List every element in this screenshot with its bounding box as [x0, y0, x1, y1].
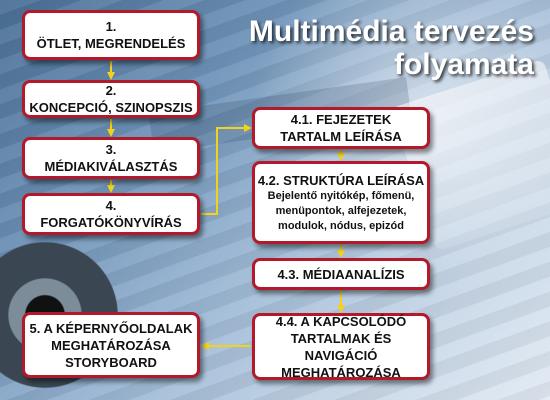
- title-line-1: Multimédia tervezés: [248, 15, 534, 48]
- step-4-2-label: 4.2. STRUKTÚRA LEÍRÁSA: [257, 172, 425, 188]
- step-4-3-label: 4.3. MÉDIAANALÍZIS: [277, 266, 405, 282]
- step-4-1-box: 4.1. FEJEZETEK TARTALM LEÍRÁSA: [252, 107, 430, 149]
- step-3-box: 3. MÉDIAKIVÁLASZTÁS: [22, 137, 200, 179]
- step-5-label: 5. A KÉPERNYŐOLDALAK MEGHATÁROZÁSA STORY…: [29, 320, 193, 370]
- step-4-2-description: Bejelentő nyitókép, főmenü, menüpontok, …: [267, 189, 415, 232]
- step-4-box: 4. FORGATÓKÖNYVÍRÁS: [22, 193, 200, 235]
- step-1-label: 1. ÖTLET, MEGRENDELÉS: [36, 19, 186, 51]
- step-5-box: 5. A KÉPERNYŐOLDALAK MEGHATÁROZÁSA STORY…: [22, 312, 200, 378]
- step-3-label: 3. MÉDIAKIVÁLASZTÁS: [44, 142, 178, 174]
- step-4-4-box: 4.4. A KAPCSOLÓDÓ TARTALMAK ÉS NAVIGÁCIÓ…: [252, 313, 430, 380]
- step-4-2-box: 4.2. STRUKTÚRA LEÍRÁSA Bejelentő nyitóké…: [252, 161, 430, 244]
- step-2-label: 2. KONCEPCIÓ, SZINOPSZIS: [29, 83, 193, 115]
- step-4-4-label: 4.4. A KAPCSOLÓDÓ TARTALMAK ÉS NAVIGÁCIÓ…: [275, 313, 407, 380]
- step-1-box: 1. ÖTLET, MEGRENDELÉS: [22, 10, 200, 60]
- arrow-4-to-4-1: [201, 124, 252, 215]
- step-4-label: 4. FORGATÓKÖNYVÍRÁS: [40, 198, 182, 230]
- title-line-2: folyamata: [393, 48, 534, 81]
- step-2-box: 2. KONCEPCIÓ, SZINOPSZIS: [22, 80, 200, 118]
- step-4-3-box: 4.3. MÉDIAANALÍZIS: [252, 258, 430, 290]
- step-4-1-label: 4.1. FEJEZETEK TARTALM LEÍRÁSA: [280, 112, 402, 144]
